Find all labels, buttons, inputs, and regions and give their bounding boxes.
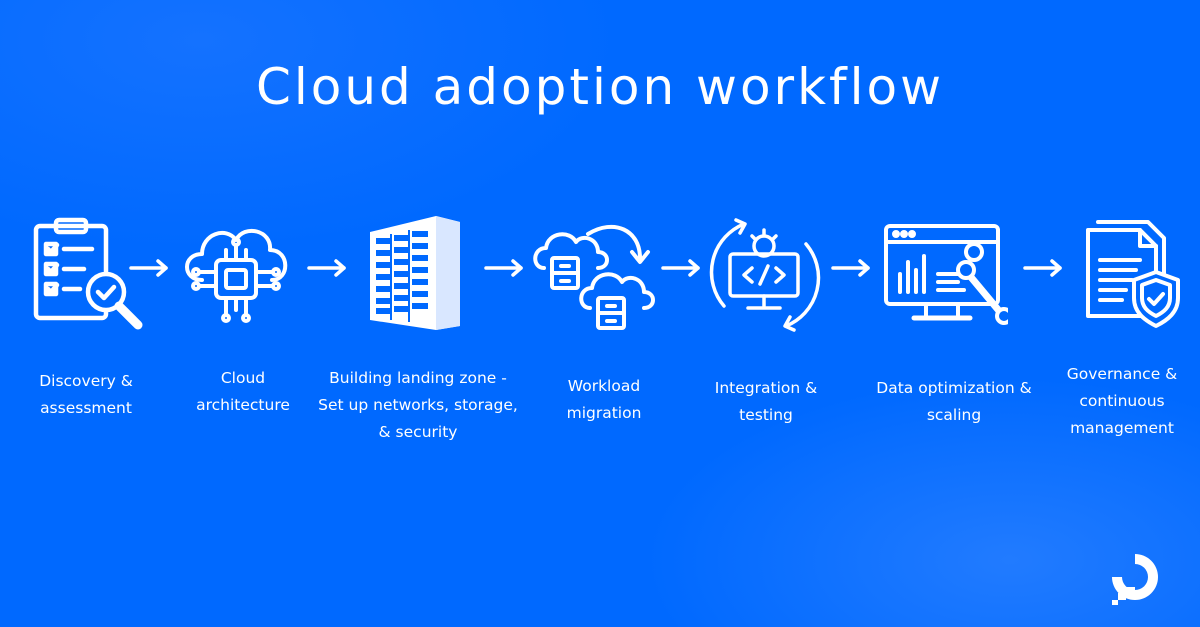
flow-arrow	[483, 258, 525, 278]
label-line: management	[1070, 419, 1174, 437]
label-line: Data optimization &	[876, 379, 1032, 397]
code-monitor-gear-icon	[700, 210, 830, 340]
page-title: Cloud adoption workflow	[255, 58, 945, 116]
step-label-discovery: Discovery & assessment	[0, 368, 196, 422]
step-label-integration-testing: Integration & testing	[656, 375, 876, 429]
cloud-chip-icon	[172, 210, 302, 340]
step-label-workload-migration: Workload migration	[494, 373, 714, 427]
label-line: continuous	[1079, 392, 1165, 410]
label-line: testing	[739, 406, 793, 424]
monitor-wrench-icon	[878, 212, 1008, 342]
label-line: architecture	[196, 396, 290, 414]
label-line: Cloud	[220, 369, 266, 387]
label-line: assessment	[40, 399, 132, 417]
step-label-cloud-architecture: Cloud architecture	[133, 365, 353, 419]
label-line: & security	[378, 423, 458, 441]
label-line: Building landing zone -	[329, 369, 507, 387]
label-line: migration	[566, 404, 642, 422]
flow-arrow	[830, 258, 872, 278]
label-line: Discovery &	[39, 372, 133, 390]
step-label-data-optimization: Data optimization & scaling	[844, 375, 1064, 429]
label-line: Set up networks, storage,	[318, 396, 518, 414]
label-line: scaling	[926, 406, 982, 424]
flow-arrow	[660, 258, 702, 278]
cloud-migration-icon	[528, 212, 658, 342]
server-rack-icon	[356, 208, 486, 338]
step-label-governance: Governance & continuous management	[1012, 361, 1200, 442]
flow-arrow	[306, 258, 348, 278]
flow-arrow	[1022, 258, 1064, 278]
label-line: Governance &	[1066, 365, 1178, 383]
label-line: Integration &	[714, 379, 818, 397]
clipboard-magnifier-icon	[22, 212, 152, 342]
flow-arrow	[128, 258, 170, 278]
digitalocean-logo-icon	[1106, 548, 1164, 606]
label-line: Workload	[567, 377, 641, 395]
step-label-landing-zone: Building landing zone - Set up networks,…	[308, 365, 528, 446]
document-shield-icon	[1060, 210, 1190, 340]
